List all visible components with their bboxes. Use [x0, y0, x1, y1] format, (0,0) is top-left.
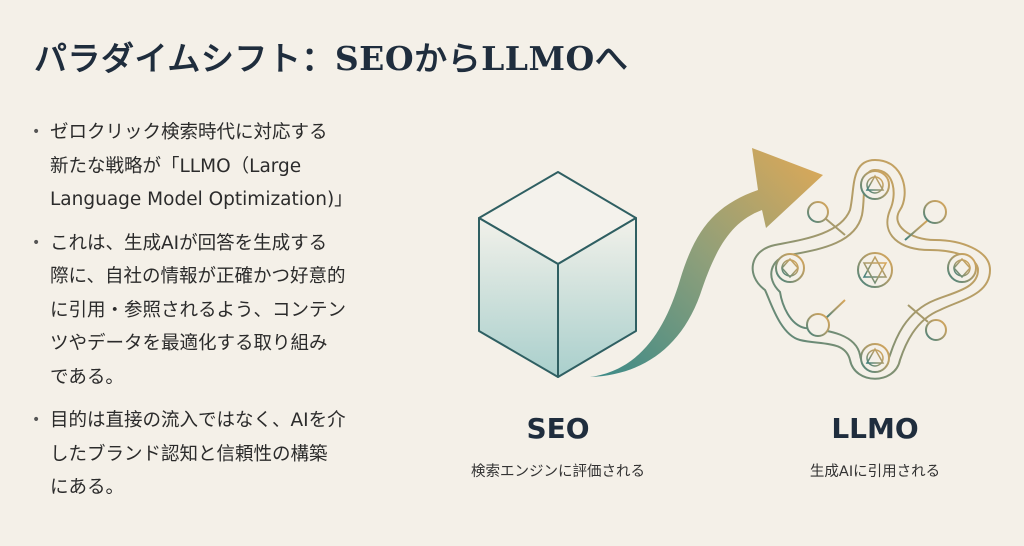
bullet-line: したブランド認知と信頼性の構築 — [50, 443, 328, 465]
cube-icon — [478, 171, 637, 378]
bullet-line: 新たな戦略が「LLMO（Large — [50, 155, 302, 177]
seo-caption: 検索エンジンに評価される — [471, 464, 645, 480]
arrow-icon — [590, 148, 823, 377]
bullet-line: に引用・参照されるよう、コンテン — [50, 299, 347, 321]
bullet-line: 際に、自社の情報が正確かつ好意的 — [50, 266, 346, 287]
neural-network-icon — [751, 158, 992, 380]
bullet-line: Language Model Optimization)」 — [50, 189, 353, 210]
bullet-item: ゼロクリック検索時代に対応する 新たな戦略が「LLMO（Large Langua… — [30, 116, 430, 217]
bullet-line: ゼロクリック検索時代に対応する — [50, 122, 328, 143]
bullet-line: である。 — [50, 366, 124, 388]
bullet-item: 目的は直接の流入ではなく、AIを介 したブランド認知と信頼性の構築 にある。 — [30, 404, 430, 505]
bullet-line: 目的は直接の流入ではなく、AIを介 — [50, 410, 346, 431]
bullet-line: これは、生成AIが回答を生成する — [50, 232, 328, 254]
bullet-line: にある。 — [50, 477, 125, 498]
bullet-list: ゼロクリック検索時代に対応する 新たな戦略が「LLMO（Large Langua… — [30, 116, 430, 515]
llmo-caption: 生成AIに引用される — [809, 464, 941, 480]
seo-label: SEO — [526, 412, 590, 445]
llmo-label: LLMO — [831, 412, 919, 445]
slide-title: パラダイムシフト：SEOからLLMOへ — [34, 39, 629, 78]
bullet-item: これは、生成AIが回答を生成する 際に、自社の情報が正確かつ好意的 に引用・参照… — [30, 227, 430, 395]
bullet-line: ツやデータを最適化する取り組み — [50, 333, 328, 354]
